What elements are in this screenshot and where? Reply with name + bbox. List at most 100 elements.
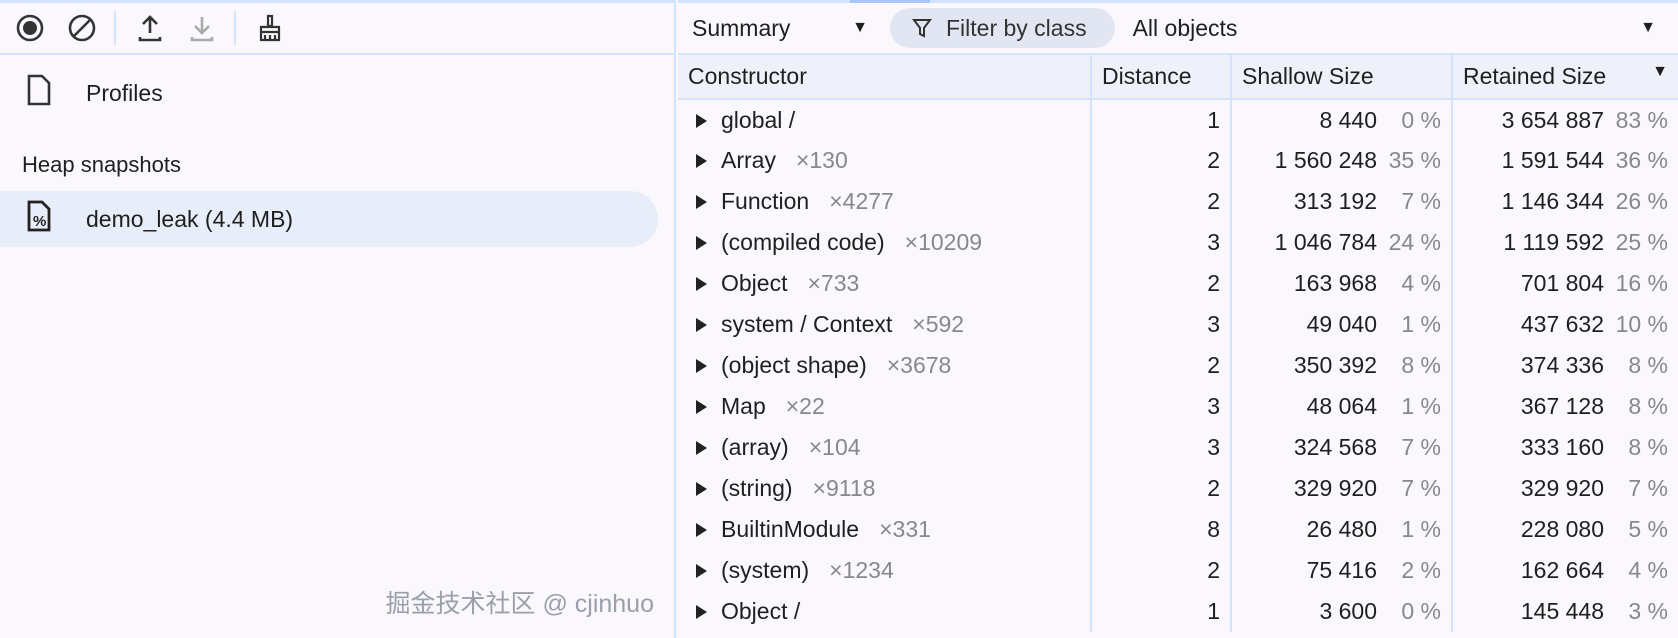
constructor-cell: system / Context×592 <box>678 304 1092 345</box>
expand-triangle-icon[interactable] <box>696 441 707 455</box>
expand-triangle-icon[interactable] <box>696 318 707 332</box>
expand-triangle-icon[interactable] <box>696 482 707 496</box>
perspective-select[interactable]: Summary▼ <box>678 15 890 42</box>
shallow-size-cell: 26 480 1 % <box>1231 509 1453 550</box>
constructor-cell: Map×22 <box>678 386 1092 427</box>
profiles-sidebar: Profiles Heap snapshots % demo_leak (4.4… <box>0 0 676 638</box>
constructor-name: system / Context <box>721 311 893 337</box>
shallow-size: 350 392 <box>1293 352 1377 378</box>
shallow-percent: 7 % <box>1401 188 1441 214</box>
shallow-percent: 8 % <box>1401 352 1441 378</box>
shallow-size: 26 480 <box>1306 516 1377 542</box>
instance-count: ×4277 <box>829 188 894 214</box>
expand-triangle-icon[interactable] <box>696 195 707 209</box>
shallow-percent: 0 % <box>1401 598 1441 624</box>
expand-triangle-icon[interactable] <box>696 359 707 373</box>
distance-cell: 3 <box>1091 222 1232 263</box>
section-title: Heap snapshots <box>22 152 181 177</box>
retained-size: 3 654 887 <box>1501 106 1604 133</box>
retained-size: 333 160 <box>1520 434 1604 460</box>
expand-triangle-icon[interactable] <box>696 113 707 128</box>
expand-triangle-icon[interactable] <box>696 564 707 578</box>
collect-garbage-button[interactable] <box>250 8 290 48</box>
shallow-size: 49 040 <box>1306 311 1377 337</box>
distance-cell: 2 <box>1091 550 1232 591</box>
expand-triangle-icon[interactable] <box>696 523 707 537</box>
snapshot-view: Summary▼ Filter by class All objects▼ Co… <box>678 0 1678 638</box>
heap-table: Constructor Distance Shallow Size Retain… <box>678 55 1678 632</box>
instance-count: ×733 <box>807 270 860 296</box>
retained-percent: 36 % <box>1615 147 1668 173</box>
svg-text:%: % <box>33 213 46 230</box>
expand-triangle-icon[interactable] <box>696 400 707 414</box>
expand-triangle-icon[interactable] <box>696 236 707 250</box>
instance-count: ×104 <box>808 434 861 460</box>
expand-triangle-icon[interactable] <box>696 605 707 619</box>
expand-triangle-icon[interactable] <box>696 154 707 168</box>
constructor-cell: (system)×1234 <box>678 550 1092 591</box>
constructor-name: (object shape) <box>721 352 867 378</box>
column-shallow-size[interactable]: Shallow Size <box>1231 55 1453 100</box>
load-profile-button[interactable] <box>130 8 170 48</box>
retained-percent: 83 % <box>1615 106 1668 133</box>
profiles-label: Profiles <box>86 79 163 106</box>
distance-cell: 3 <box>1091 427 1232 468</box>
class-filter-input[interactable]: Filter by class <box>890 8 1115 48</box>
constructor-name: Array <box>721 147 776 173</box>
column-distance[interactable]: Distance <box>1091 55 1232 100</box>
dropdown-arrow-icon: ▼ <box>1640 19 1656 36</box>
tab-indicator <box>850 0 930 3</box>
distance-cell: 3 <box>1091 304 1232 345</box>
snapshot-item[interactable]: % demo_leak (4.4 MB) <box>0 191 658 247</box>
clear-button[interactable] <box>62 8 102 48</box>
distance-cell: 1 <box>1091 591 1232 632</box>
shallow-size: 1 046 784 <box>1274 229 1377 255</box>
column-retained-size[interactable]: Retained Size▼ <box>1452 55 1678 100</box>
scope-select[interactable]: All objects▼ <box>1133 15 1678 42</box>
constructor-cell: (compiled code)×10209 <box>678 222 1092 263</box>
record-button[interactable] <box>10 8 50 48</box>
retained-size: 701 804 <box>1520 270 1604 296</box>
shallow-size: 75 416 <box>1306 557 1377 583</box>
file-icon <box>26 73 86 113</box>
constructor-name: (array) <box>721 434 789 460</box>
distance-cell: 2 <box>1091 468 1232 509</box>
retained-percent: 8 % <box>1628 434 1668 460</box>
column-constructor[interactable]: Constructor <box>678 55 1092 100</box>
distance-cell: 1 <box>1091 99 1232 140</box>
expand-triangle-icon[interactable] <box>696 277 707 291</box>
shallow-percent: 24 % <box>1388 229 1441 255</box>
save-profile-button[interactable] <box>182 8 222 48</box>
shallow-percent: 1 % <box>1401 393 1441 419</box>
instance-count: ×331 <box>879 516 931 542</box>
retained-percent: 3 % <box>1628 598 1668 624</box>
distance-cell: 2 <box>1091 345 1232 386</box>
shallow-percent: 1 % <box>1401 516 1441 542</box>
shallow-percent: 7 % <box>1401 475 1441 501</box>
sidebar-item-profiles[interactable]: Profiles <box>0 65 674 121</box>
instance-count: ×130 <box>795 147 848 173</box>
divider <box>114 11 116 45</box>
constructor-name: BuiltinModule <box>721 516 860 542</box>
retained-size-cell: 333 160 8 % <box>1452 427 1678 468</box>
